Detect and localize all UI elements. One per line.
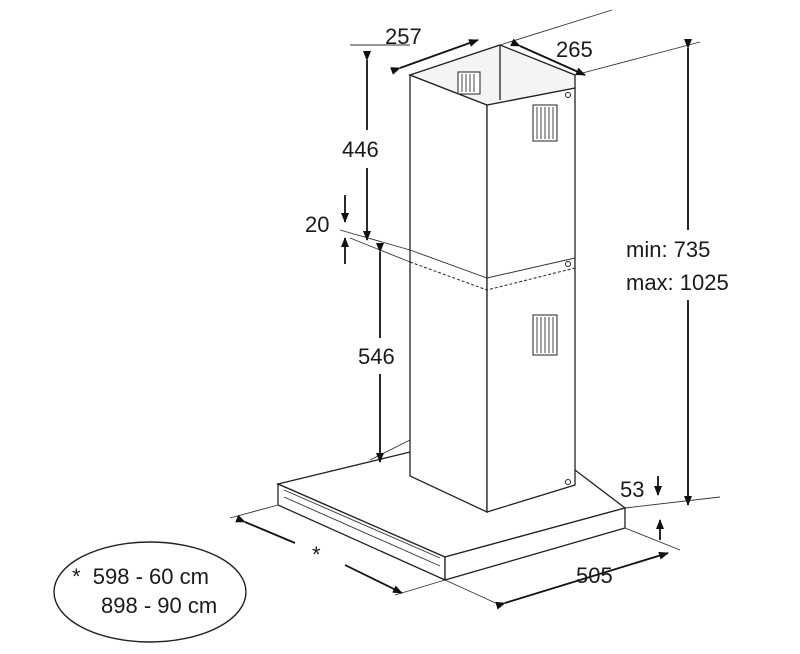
vent-grille-upper xyxy=(532,104,558,142)
width-legend: * 598 - 60 cm 898 - 90 cm xyxy=(53,541,247,643)
dim-chimney-depth: 265 xyxy=(556,37,593,62)
dim-canopy-depth: 505 xyxy=(576,563,613,588)
legend-line-60cm: * 598 - 60 cm xyxy=(72,564,209,589)
arrow-chimney-depth xyxy=(510,38,586,76)
dim-chimney-width: 257 xyxy=(385,24,422,49)
screw-dot-upper xyxy=(565,92,571,98)
arrow-canopy-depth xyxy=(495,551,669,610)
dim-overlap: 20 xyxy=(305,212,329,237)
dim-canopy-thickness: 53 xyxy=(620,477,644,502)
vent-grille-lower xyxy=(532,314,558,356)
dim-total-height-max: max: 1025 xyxy=(626,270,729,295)
arrow-canopy-width-left xyxy=(235,514,296,544)
arrow-canopy-width-right xyxy=(344,564,403,594)
dim-canopy-width-marker: * xyxy=(312,542,321,567)
legend-line-90cm: 898 - 90 cm xyxy=(101,593,217,618)
chimney xyxy=(408,44,576,514)
vent-grille-back xyxy=(457,71,481,95)
screw-dot-lower xyxy=(565,479,571,485)
dim-total-height-min: min: 735 xyxy=(626,237,710,262)
screw-dot-middle xyxy=(565,261,571,267)
arrow-chimney-width xyxy=(390,39,479,75)
dim-upper-chimney-height: 446 xyxy=(342,137,379,162)
dim-lower-chimney-height: 546 xyxy=(358,344,395,369)
